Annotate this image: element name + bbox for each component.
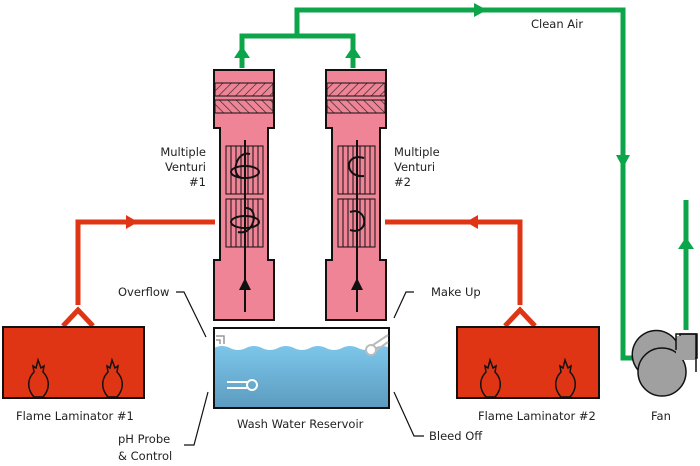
venturi-2-label-line3: #2 <box>394 175 411 189</box>
bleed-off-label: Bleed Off <box>429 429 483 443</box>
arrow-right-icon <box>126 215 138 229</box>
ph-probe-label-line1: pH Probe <box>118 432 170 446</box>
arrow-up-icon <box>234 46 250 58</box>
venturi-2-label-line1: Multiple <box>394 145 440 159</box>
arrow-down-icon <box>616 155 630 168</box>
venturi-1-label-line1: Multiple <box>160 145 206 159</box>
flame-laminator-1 <box>2 326 145 399</box>
laminator-1-label: Flame Laminator #1 <box>16 409 134 423</box>
make-up-valve-icon <box>365 334 389 356</box>
venturi-1-label-line2: Venturi <box>165 160 206 174</box>
venturi-1-label-line3: #1 <box>189 175 206 189</box>
venturi-2 <box>325 69 387 321</box>
ph-probe-label-line2: & Control <box>118 449 172 463</box>
arrow-left-icon <box>466 215 478 229</box>
arrow-up-icon <box>678 237 694 249</box>
venturi-1 <box>213 69 275 321</box>
make-up-label: Make Up <box>431 285 481 299</box>
flame-icon <box>102 357 123 398</box>
clean-air-duct <box>239 7 689 361</box>
overflow-outlet-icon <box>216 335 225 344</box>
overflow-label: Overflow <box>118 285 169 299</box>
arrow-up-icon <box>345 46 361 58</box>
reservoir-label: Wash Water Reservoir <box>237 417 364 431</box>
fan <box>631 329 698 397</box>
flame-icon <box>555 357 576 398</box>
venturi-2-label-line2: Venturi <box>394 160 435 174</box>
clean-air-label: Clean Air <box>531 17 583 31</box>
gas-flow-arrows <box>126 215 478 229</box>
air-flow-arrows <box>234 3 694 249</box>
exhaust-duct <box>61 219 537 328</box>
arrow-right-icon <box>474 3 487 17</box>
flame-icon <box>28 357 49 398</box>
leader-lines <box>176 291 424 446</box>
ph-probe-icon <box>227 379 258 391</box>
laminator-2-label: Flame Laminator #2 <box>478 409 596 423</box>
fan-label: Fan <box>651 409 671 423</box>
flame-icon <box>480 357 501 398</box>
wash-water-reservoir <box>213 327 390 409</box>
flame-laminator-2 <box>456 326 600 399</box>
